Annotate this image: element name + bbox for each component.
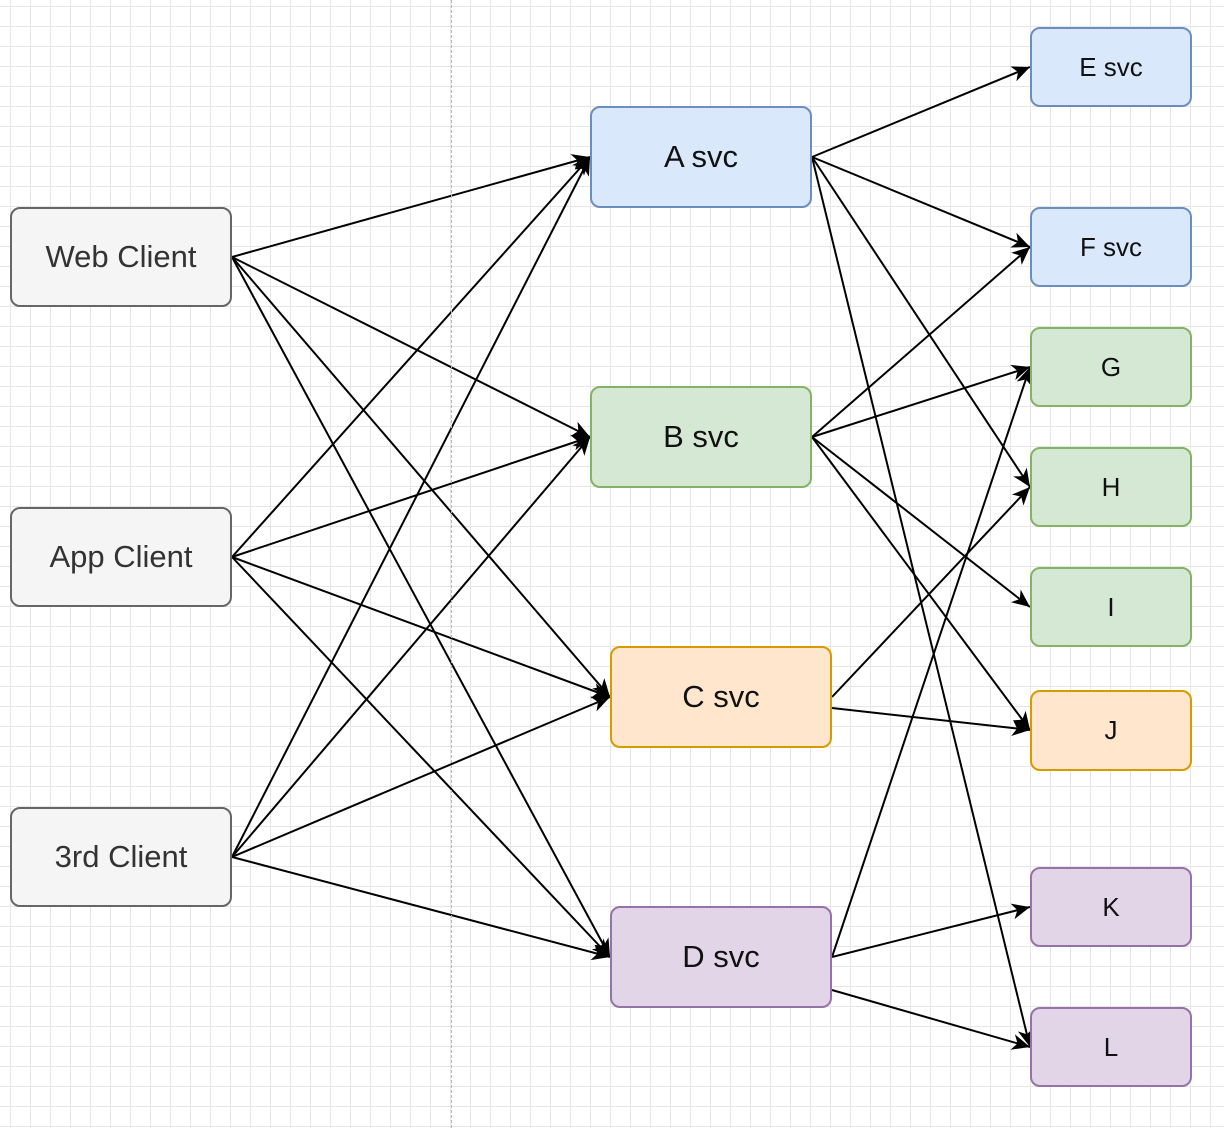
l-node[interactable]: L bbox=[1030, 1007, 1192, 1087]
b-svc-node[interactable]: B svc bbox=[590, 386, 812, 488]
edge-b-svc-to-f-svc bbox=[811, 246, 1031, 438]
e-svc-label: E svc bbox=[1079, 51, 1143, 82]
c-svc-node[interactable]: C svc bbox=[610, 646, 832, 748]
d-svc-node[interactable]: D svc bbox=[610, 906, 832, 1008]
edge-app-client-to-a-svc bbox=[231, 156, 591, 558]
web-client-label: Web Client bbox=[45, 239, 197, 274]
edge-third-client-to-c-svc bbox=[231, 696, 611, 858]
g-label: G bbox=[1100, 351, 1122, 382]
edge-web-client-to-c-svc bbox=[231, 256, 611, 698]
a-svc-label: A svc bbox=[663, 139, 739, 174]
j-label: J bbox=[1104, 715, 1118, 745]
edge-third-client-to-a-svc bbox=[231, 156, 591, 858]
h-label: H bbox=[1101, 471, 1121, 502]
edge-app-client-to-c-svc bbox=[231, 556, 611, 699]
h-node[interactable]: H bbox=[1030, 447, 1192, 527]
k-label: K bbox=[1102, 891, 1120, 922]
edge-web-client-to-a-svc bbox=[231, 154, 591, 258]
edge-a-svc-to-h bbox=[811, 156, 1031, 488]
a-svc-node[interactable]: A svc bbox=[590, 106, 812, 208]
j-node[interactable]: J bbox=[1030, 690, 1192, 771]
page-divider bbox=[451, 0, 452, 1128]
f-svc-node[interactable]: F svc bbox=[1030, 207, 1192, 287]
edge-d-svc-to-g bbox=[831, 366, 1032, 958]
edge-third-client-to-b-svc bbox=[231, 436, 591, 858]
i-node[interactable]: I bbox=[1030, 567, 1192, 647]
e-svc-node[interactable]: E svc bbox=[1030, 27, 1192, 107]
edge-third-client-to-d-svc bbox=[231, 856, 611, 961]
edge-b-svc-to-j bbox=[811, 436, 1031, 731]
edge-d-svc-to-l bbox=[831, 989, 1031, 1050]
web-client-node[interactable]: Web Client bbox=[10, 207, 232, 307]
f-svc-label: F svc bbox=[1079, 231, 1143, 262]
edge-c-svc-to-h bbox=[831, 486, 1031, 698]
edge-b-svc-to-i bbox=[811, 436, 1031, 608]
edge-a-svc-to-e-svc bbox=[811, 66, 1031, 158]
edge-web-client-to-b-svc bbox=[231, 256, 591, 438]
edge-app-client-to-b-svc bbox=[231, 435, 591, 558]
i-label: I bbox=[1107, 591, 1115, 622]
b-svc-label: B svc bbox=[663, 419, 739, 454]
edge-web-client-to-d-svc bbox=[231, 256, 611, 958]
l-label: L bbox=[1103, 1031, 1119, 1062]
app-client-node[interactable]: App Client bbox=[10, 507, 232, 607]
g-node[interactable]: G bbox=[1030, 327, 1192, 407]
d-svc-label: D svc bbox=[682, 939, 760, 974]
edge-a-svc-to-f-svc bbox=[811, 156, 1031, 248]
third-client-label: 3rd Client bbox=[54, 839, 188, 874]
app-client-label: App Client bbox=[49, 539, 193, 574]
edge-b-svc-to-g bbox=[811, 364, 1031, 438]
edge-c-svc-to-j bbox=[831, 707, 1031, 736]
edge-d-svc-to-k bbox=[831, 903, 1031, 958]
third-client-node[interactable]: 3rd Client bbox=[10, 807, 232, 907]
edge-app-client-to-d-svc bbox=[231, 556, 611, 958]
c-svc-label: C svc bbox=[682, 679, 760, 714]
k-node[interactable]: K bbox=[1030, 867, 1192, 947]
